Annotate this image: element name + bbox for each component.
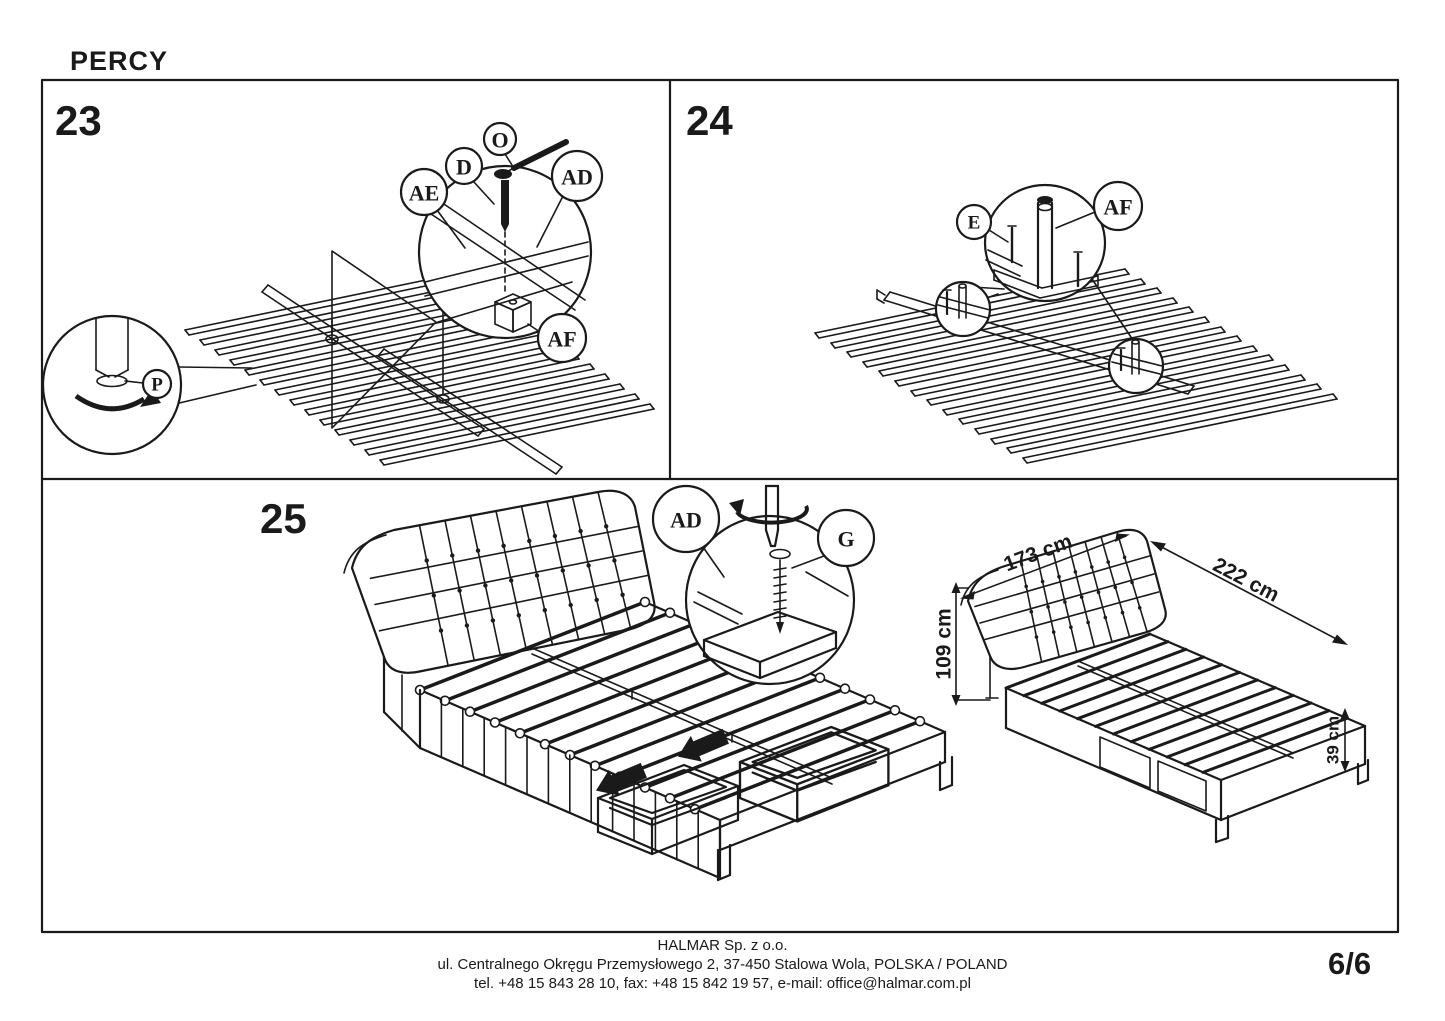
- callout-o: O: [491, 128, 508, 153]
- callout-ae: AE: [409, 181, 440, 206]
- bed-frame-25: [382, 596, 954, 882]
- leg-circle-23: [41, 314, 257, 456]
- footer-company: HALMAR Sp. z o.o.: [657, 937, 788, 954]
- footer-contact: tel. +48 15 843 28 10, fax: +48 15 842 1…: [474, 975, 971, 992]
- magnifier-circle-23: [417, 139, 593, 340]
- spacer-af-detail: [1036, 196, 1054, 290]
- dimension-drawing: 173 cm 222 cm 109 cm 39 cm: [933, 528, 1370, 844]
- step-24-diagram: E AF: [814, 180, 1338, 464]
- dim-drawer-fronts: [1099, 736, 1207, 812]
- headboard-buttons: [424, 524, 625, 633]
- callouts-24: E AF: [955, 180, 1144, 243]
- callout-ad-25: AD: [670, 508, 702, 533]
- block-af-detail: [494, 293, 532, 333]
- footer-address: ul. Centralnego Okręgu Przemysłowego 2, …: [437, 956, 1008, 973]
- panel-borders: [40, 78, 1400, 934]
- screw-e-detail: [1007, 225, 1083, 288]
- dim-headboard: [960, 528, 1167, 699]
- step-25-diagram: AD G: [343, 484, 954, 882]
- page-title: PERCY: [70, 46, 169, 76]
- magnifier-circle-25: [684, 514, 856, 686]
- step-23-diagram: O D AE AD AF P: [41, 121, 655, 475]
- callout-af: AF: [547, 327, 576, 352]
- zoom-wedge-23: [325, 250, 450, 429]
- headboard-25: [343, 489, 656, 674]
- dim-label-height: 109 cm: [933, 608, 956, 679]
- step-number-25: 25: [260, 495, 307, 542]
- callout-ad: AD: [561, 165, 593, 190]
- dim-label-length: 222 cm: [1209, 553, 1283, 606]
- page-number: 6/6: [1328, 946, 1372, 981]
- callouts-25: AD G: [651, 484, 876, 578]
- dim-bed-body: [1004, 632, 1370, 844]
- storage-drawers-25: [590, 723, 890, 856]
- side-upholstery-25: [382, 655, 722, 880]
- bolt-detail: [494, 139, 569, 232]
- callout-d: D: [456, 155, 472, 180]
- magnifier-ellipse-24: [971, 183, 1134, 341]
- dim-headboard-buttons: [1024, 555, 1142, 639]
- screwdriver-icon: [511, 139, 569, 171]
- dim-label-frame-height: 39 cm: [1324, 716, 1343, 764]
- rotate-arrowhead: [140, 389, 161, 407]
- screwdriver-bit-25: [729, 484, 809, 548]
- callout-af-24: AF: [1103, 195, 1132, 220]
- bed-slats-25: [418, 600, 922, 811]
- callouts-23: O D AE AD AF P: [124, 121, 604, 400]
- rotate-arrow-icon: [74, 393, 146, 412]
- callout-p: P: [151, 375, 163, 396]
- board-detail: [702, 610, 838, 680]
- rail-attachment-circles-24: [934, 280, 1165, 395]
- callout-g: G: [837, 527, 854, 552]
- rotate-arrow-icon: [735, 504, 809, 525]
- slat-base-23: [184, 273, 655, 475]
- step-number-24: 24: [686, 97, 733, 144]
- step-number-23: 23: [55, 97, 102, 144]
- center-rail-25: [531, 647, 833, 785]
- footer: HALMAR Sp. z o.o. ul. Centralnego Okręgu…: [0, 936, 1445, 993]
- screw-g-detail: [769, 548, 791, 634]
- dim-center-rail: [1077, 660, 1294, 759]
- callout-e: E: [968, 213, 981, 234]
- slat-base-24: [814, 268, 1338, 464]
